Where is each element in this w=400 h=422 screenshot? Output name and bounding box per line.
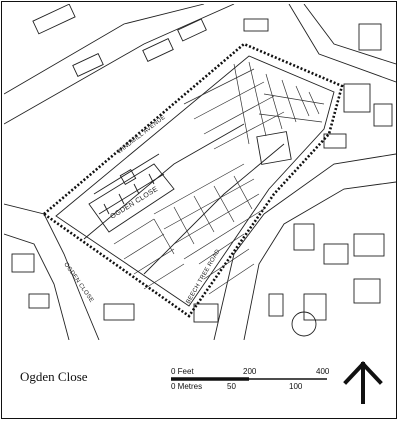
scale-feet-end: 400 [316, 367, 330, 376]
scale-feet-label: 0 Feet [171, 367, 194, 376]
scale-feet-mid: 200 [243, 367, 257, 376]
street-label-ogden-close: OGDEN CLOSE [62, 262, 94, 304]
site-boundary [41, 42, 344, 318]
street-label-windmill-avenue: WINDMILL AVENUE [117, 114, 167, 155]
scale-bar: 0 Feet 200 400 0 Metres 50 100 [171, 367, 330, 391]
scale-metres-mid: 50 [227, 382, 236, 391]
scale-metres-label: 0 Metres [171, 382, 202, 391]
map-title: Ogden Close [20, 369, 88, 384]
site-plan-map: OGDEN CLOSE WINDMILL AVENUE OGDEN CLOSE … [4, 4, 396, 340]
north-arrow-icon [343, 361, 383, 404]
scale-metres-end: 100 [289, 382, 303, 391]
